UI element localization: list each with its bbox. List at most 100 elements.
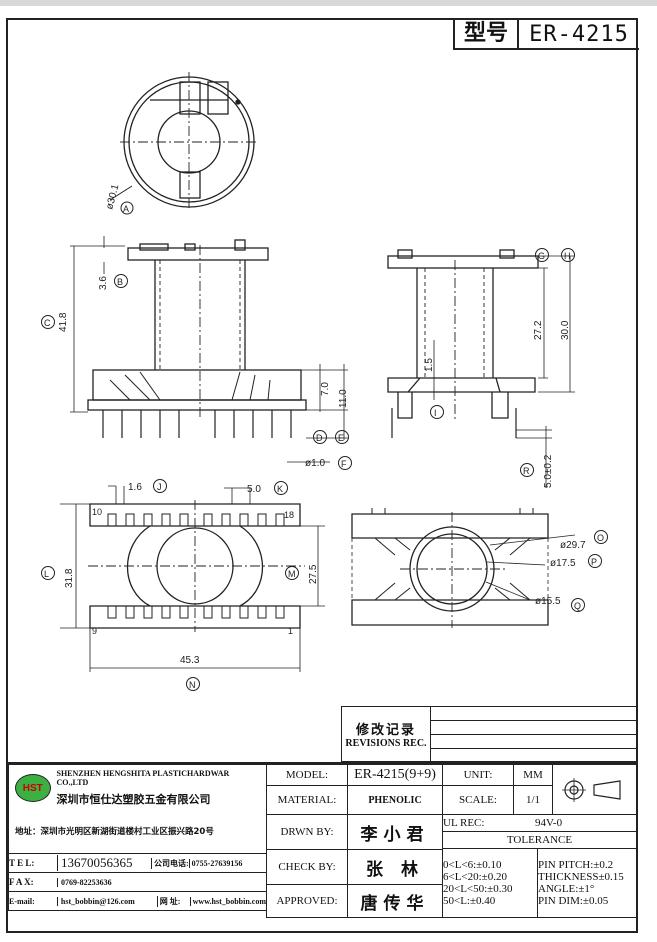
dim-A-value: ø30.1	[104, 183, 121, 211]
letter-H: H	[564, 251, 571, 261]
side-view	[387, 249, 539, 438]
dim-M-value: 27.5	[308, 564, 319, 584]
letter-A: A	[123, 204, 129, 214]
letter-D: D	[316, 433, 323, 443]
drawn-value: 李小君	[347, 814, 443, 850]
bottom-view	[88, 500, 305, 632]
fax-row: F A X: 0769-82253636	[8, 872, 267, 892]
model-box: 型号 ER-4215	[453, 20, 639, 50]
revisions-title: 修改记录 REVISIONS REC.	[341, 706, 431, 762]
letter-F: F	[341, 459, 347, 469]
letter-B: B	[117, 277, 123, 287]
web-value: www.hst_bobbin.com	[189, 896, 266, 906]
front-view	[87, 239, 307, 420]
revision-row-1	[430, 706, 637, 721]
tol-left-4: 50<L:±0.40	[443, 895, 496, 907]
ul-value: 94V-0	[535, 817, 563, 829]
dim-E-value: 11.0	[338, 389, 349, 408]
technical-drawing: ø30.1 A 41.8 C 3.6 B 7.0 11.0 D E ø1.0 F	[41, 72, 608, 691]
company-name-cn: 深圳市恒仕达塑胶五金有限公司	[56, 793, 211, 806]
dim-K-value: 5.0	[247, 484, 261, 495]
material-label: MATERIAL:	[266, 785, 348, 815]
top-strip	[0, 0, 657, 6]
dim-I-side-value: 1.5	[424, 358, 435, 372]
letter-J: J	[157, 482, 162, 492]
pin-10: 10	[92, 507, 102, 517]
dim-L-value: 31.8	[64, 568, 75, 588]
tolerance-left: 0<L<6:±0.10 6<L<20:±0.20 20<L<50:±0.30 5…	[442, 848, 538, 918]
revisions-title-en: REVISIONS REC.	[345, 738, 427, 749]
pin-9: 9	[92, 626, 97, 636]
letter-P: P	[591, 557, 597, 567]
company-tel-label: 公司电话:	[151, 857, 189, 869]
revisions-block: 修改记录 REVISIONS REC.	[341, 706, 637, 762]
dim-C-value: 41.8	[58, 312, 69, 332]
projection-icon	[561, 777, 621, 802]
email-value: hst_bobbin@126.com	[56, 896, 157, 906]
model-label-cn: 型号	[455, 20, 519, 48]
pin-18: 18	[284, 510, 294, 520]
letter-C: C	[44, 318, 51, 328]
tolerance-title: TOLERANCE	[442, 831, 637, 849]
hst-logo: HST	[15, 774, 51, 802]
tol-left-3: 20<L<50:±0.30	[443, 883, 513, 895]
unit-value: MM	[513, 764, 553, 786]
letter-G: G	[538, 251, 545, 261]
tolerance-right: PIN PITCH:±0.2 THICKNESS±0.15 ANGLE:±1° …	[537, 848, 637, 918]
model-number: ER-4215	[529, 21, 629, 47]
tol-right-4: PIN DIM:±0.05	[538, 895, 609, 907]
revision-row-2	[430, 720, 637, 735]
dim-B-value: 3.6	[98, 276, 109, 290]
dim-N-value: 45.3	[180, 655, 200, 666]
company-block: HST SHENZHEN HENGSHITA PLASTICHARDWAR CO…	[8, 764, 267, 854]
ul-label: UL REC:	[443, 817, 485, 829]
fax-label: F A X:	[9, 877, 34, 887]
bottom-right-view	[351, 508, 549, 628]
letter-E: E	[338, 433, 344, 443]
company-address: 地址：深圳市光明区新湖街道楼村工业区振兴路20号	[15, 827, 214, 837]
letter-L: L	[44, 569, 49, 579]
approved-label: APPROVED:	[266, 884, 348, 918]
model-value: ER-4215(9+9)	[347, 764, 443, 786]
email-row: E-mail: hst_bobbin@126.com 网 址: www.hst_…	[8, 891, 267, 911]
projection-symbol	[552, 764, 637, 815]
tol-right-3: ANGLE:±1°	[538, 883, 595, 895]
dim-H-value: 30.0	[560, 320, 571, 340]
material-value: PHENOLIC	[347, 785, 443, 815]
dim-J-value: 1.6	[128, 482, 142, 493]
tol-right-2: THICKNESS±0.15	[538, 871, 624, 883]
scale-label: SCALE:	[442, 785, 514, 815]
company-name-en: SHENZHEN HENGSHITA PLASTICHARDWAR CO.,LT…	[56, 769, 230, 787]
letter-M: M	[288, 569, 296, 579]
check-label: CHECK BY:	[266, 849, 348, 885]
tel-row: T E L: 13670056365 公司电话: 0755-27639156	[8, 853, 267, 873]
letter-I-side: I	[434, 408, 437, 418]
dim-O-value: ø29.7	[560, 540, 586, 551]
dim-D-value: 7.0	[320, 382, 331, 396]
tel-value: 13670056365	[57, 855, 151, 871]
revisions-title-cn: 修改记录	[355, 723, 416, 738]
check-value: 张 林	[347, 849, 443, 885]
tel-label: T E L:	[9, 858, 35, 868]
front-pins	[102, 410, 292, 438]
dim-G-value: 27.2	[533, 320, 544, 340]
model-label: MODEL:	[266, 764, 348, 786]
ul-row: UL REC: 94V-0	[442, 814, 637, 832]
tol-left-2: 6<L<20:±0.20	[443, 871, 507, 883]
pin-1: 1	[288, 626, 293, 636]
revision-row-3	[430, 734, 637, 749]
web-label: 网 址:	[156, 895, 190, 907]
dim-F-value: ø1.0	[305, 458, 325, 469]
letter-R: R	[523, 466, 530, 476]
fax-value: 0769-82253636	[57, 877, 112, 887]
dim-R-value: 5.0±0.2	[543, 454, 554, 488]
letter-K: K	[277, 484, 283, 494]
email-label: E-mail:	[9, 896, 35, 906]
dim-P-value: ø17.5	[550, 558, 576, 569]
letter-N: N	[189, 680, 196, 690]
letter-Q: Q	[574, 601, 581, 611]
letter-O: O	[597, 533, 604, 543]
title-block: HST SHENZHEN HENGSHITA PLASTICHARDWAR CO…	[8, 762, 637, 934]
approved-value: 唐传华	[347, 884, 443, 918]
company-tel-value: 0755-27639156	[188, 858, 242, 868]
